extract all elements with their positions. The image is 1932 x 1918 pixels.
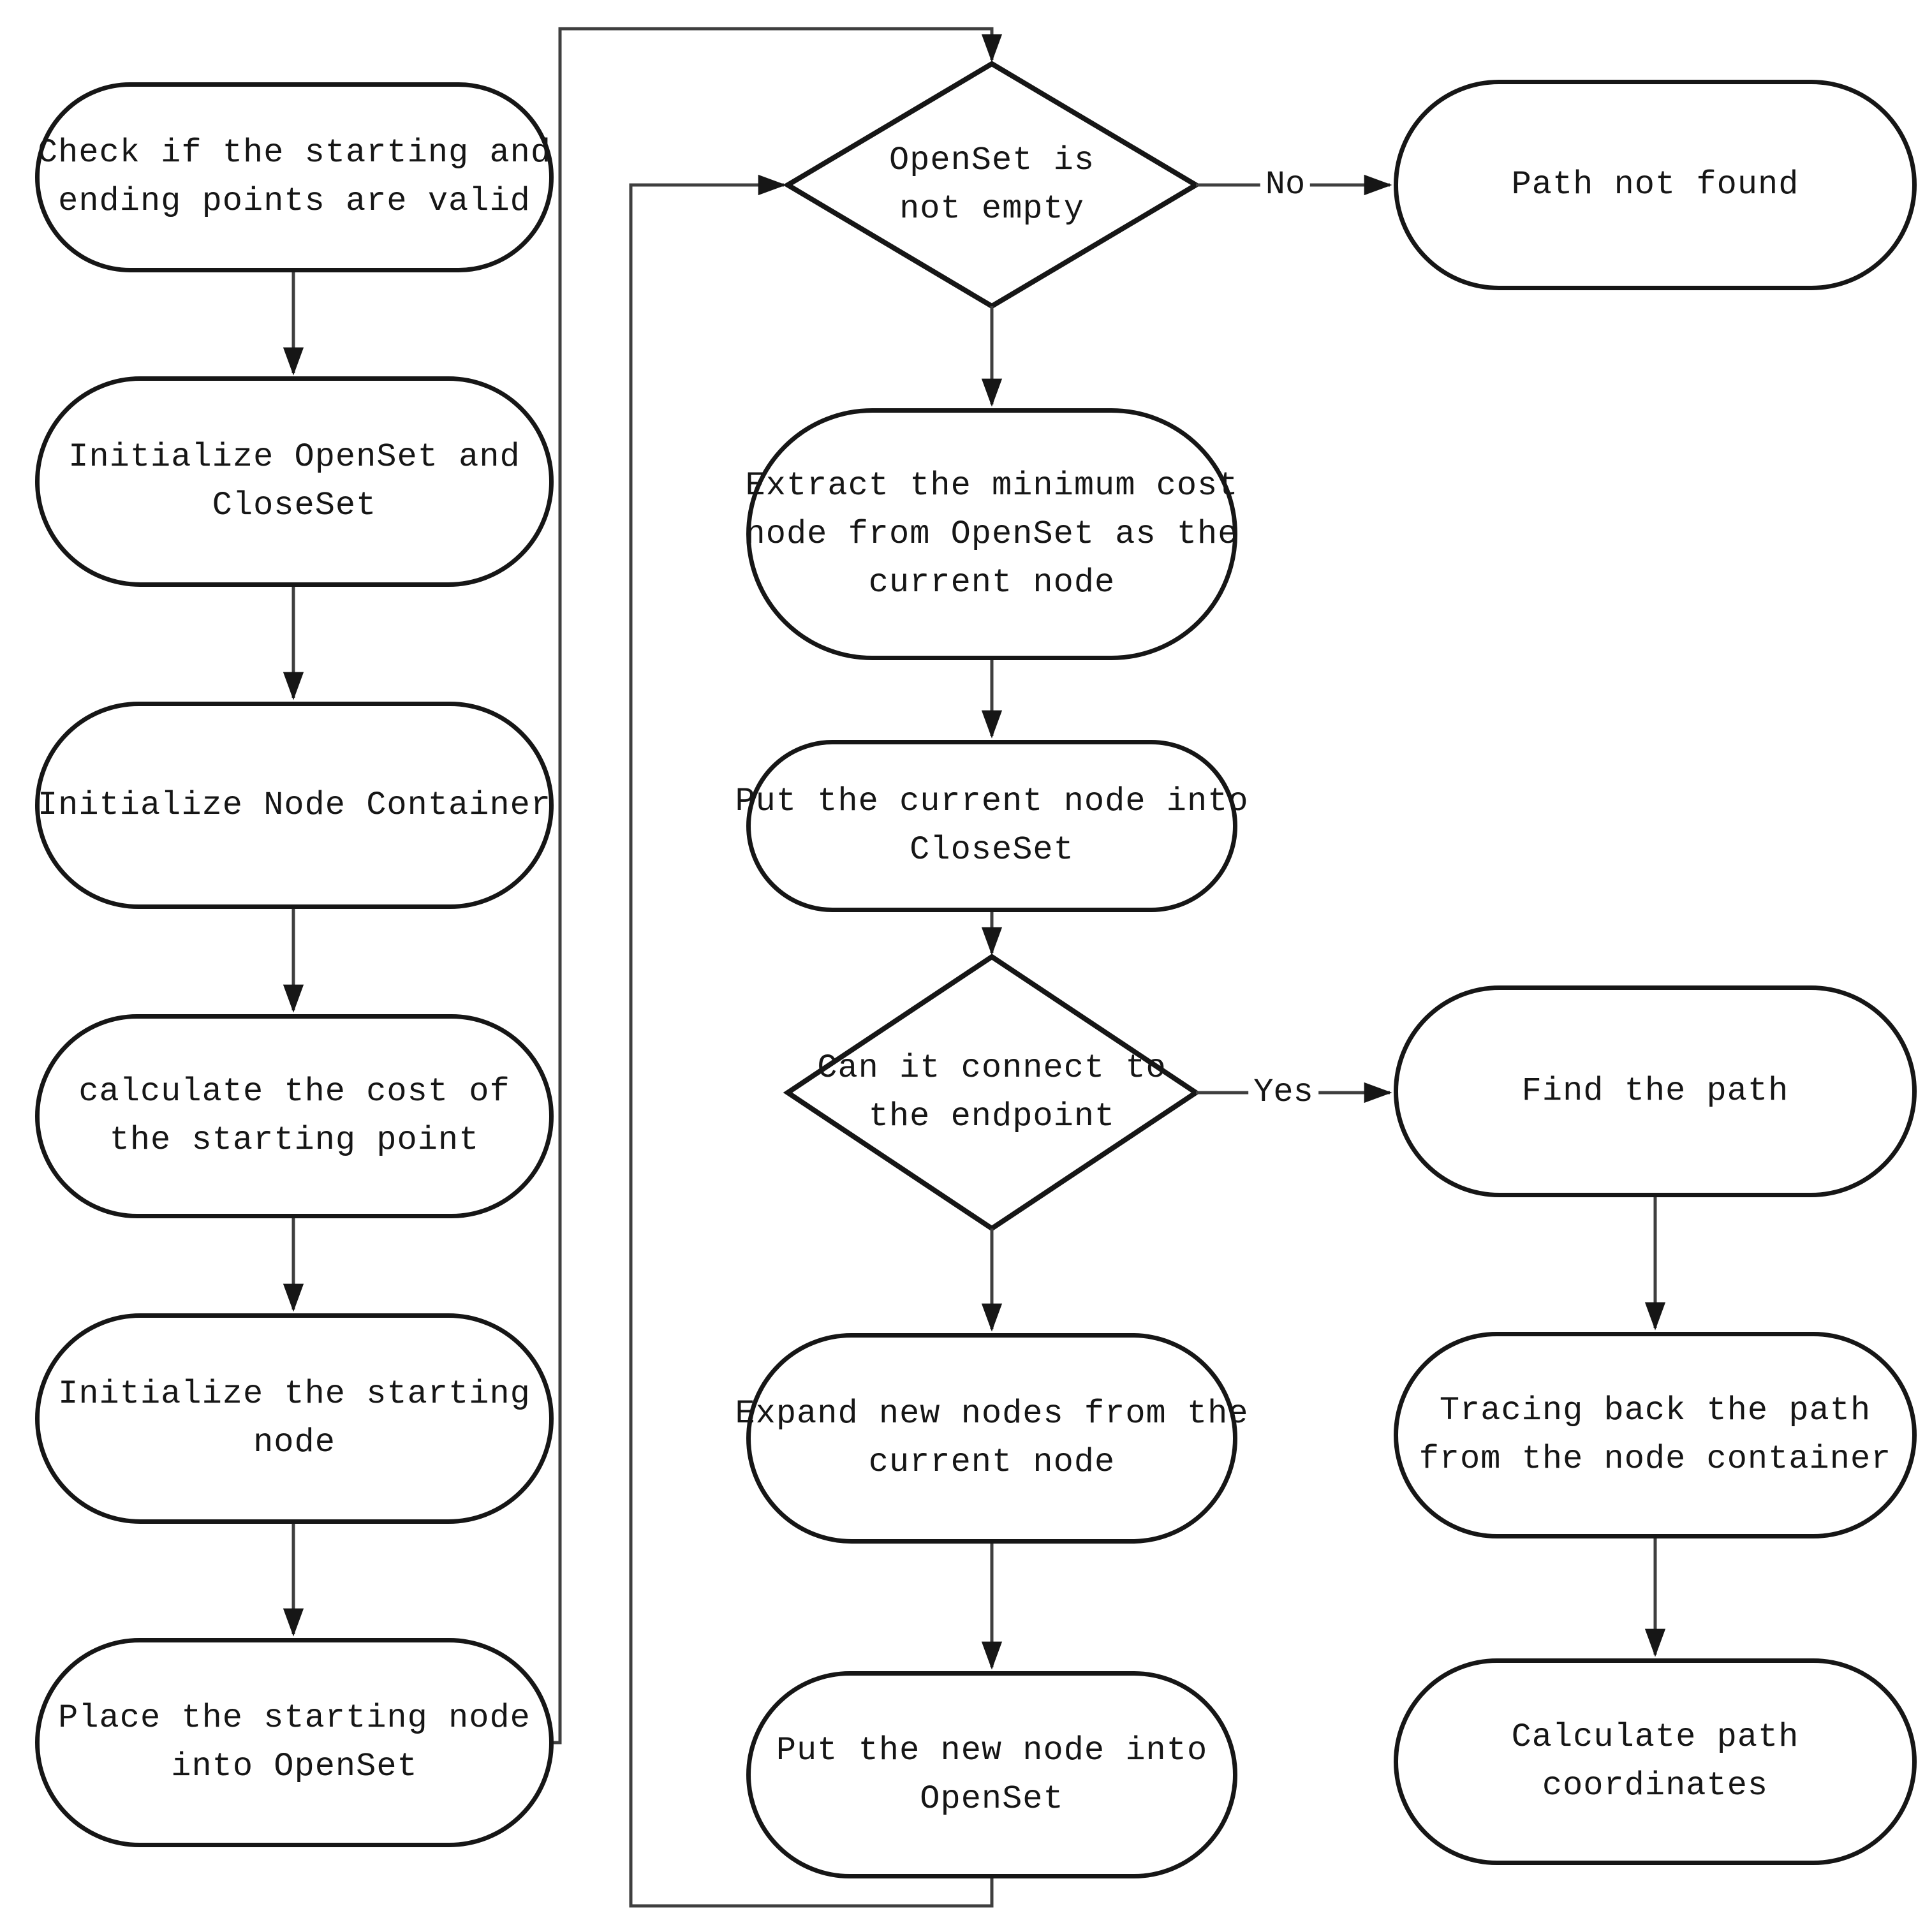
node-calc-cost-line1: calculate the cost of — [78, 1073, 510, 1110]
node-init-container: Initialize Node Container — [35, 702, 554, 909]
node-calc-coords: Calculate path coordinates — [1394, 1658, 1917, 1865]
node-path-not-found-line1: Path not found — [1511, 166, 1799, 203]
node-init-start-node: Initialize the starting node — [35, 1313, 554, 1524]
node-tracing-back-line1: Tracing back the path — [1439, 1392, 1871, 1429]
node-path-not-found: Path not found — [1394, 80, 1917, 290]
node-extract-min-line3: current node — [868, 563, 1116, 601]
node-put-openset-line1: Put the new node into — [776, 1731, 1208, 1769]
node-find-path-line1: Find the path — [1521, 1072, 1789, 1110]
node-put-closeset-line2: CloseSet — [910, 831, 1074, 869]
decision-openset-line2: not empty — [899, 190, 1084, 228]
node-calc-cost: calculate the cost of the starting point — [35, 1014, 554, 1218]
node-put-openset-line2: OpenSet — [920, 1780, 1064, 1818]
node-extract-min-line2: node from OpenSet as the — [745, 515, 1239, 553]
node-expand-nodes-line1: Expand new nodes from the — [735, 1395, 1249, 1433]
node-put-closeset-line1: Put the current node into — [735, 783, 1249, 820]
edge-label-yes: Yes — [1248, 1074, 1318, 1111]
node-init-sets: Initialize OpenSet and CloseSet — [35, 376, 554, 587]
node-init-sets-line2: CloseSet — [212, 487, 377, 524]
edge-loop-putopenset-to-opensetcheck — [629, 174, 994, 1908]
decision-can-connect-line2: the endpoint — [868, 1098, 1116, 1135]
decision-openset-line1: OpenSet is — [889, 142, 1095, 179]
node-place-start-line2: into OpenSet — [171, 1748, 418, 1785]
node-expand-nodes-line2: current node — [868, 1443, 1116, 1481]
node-tracing-back: Tracing back the path from the node cont… — [1394, 1332, 1917, 1538]
node-init-start-node-line1: Initialize the starting — [58, 1375, 531, 1413]
node-expand-nodes: Expand new nodes from the current node — [735, 1333, 1248, 1544]
node-extract-min: Extract the minimum cost node from OpenS… — [746, 408, 1237, 660]
decision-can-connect-line1: Can it connect to — [817, 1049, 1167, 1087]
node-put-closeset: Put the current node into CloseSet — [735, 740, 1248, 912]
node-place-start: Place the starting node into OpenSet — [35, 1638, 554, 1847]
node-tracing-back-line2: from the node container — [1419, 1440, 1892, 1478]
node-check-points-line1: Check if the starting and — [37, 134, 552, 172]
node-calc-coords-line2: coordinates — [1542, 1767, 1769, 1804]
node-extract-min-line1: Extract the minimum cost — [745, 466, 1239, 505]
node-init-container-line1: Initialize Node Container — [37, 786, 552, 824]
node-calc-coords-line1: Calculate path — [1511, 1718, 1799, 1756]
node-put-openset: Put the new node into OpenSet — [746, 1671, 1237, 1878]
node-init-start-node-line2: node — [253, 1424, 336, 1461]
node-init-sets-line1: Initialize OpenSet and — [68, 438, 520, 476]
node-check-points: Check if the starting and ending points … — [35, 82, 554, 272]
decision-openset-not-empty: OpenSet is not empty — [820, 115, 1164, 255]
node-calc-cost-line2: the starting point — [109, 1121, 480, 1159]
node-check-points-line2: ending points are valid — [58, 182, 531, 220]
node-place-start-line1: Place the starting node — [58, 1699, 531, 1737]
edge-label-no: No — [1260, 166, 1311, 203]
node-find-path: Find the path — [1394, 985, 1917, 1197]
edge-placestart-to-opensetcheck — [554, 27, 1003, 1745]
decision-can-connect: Can it connect to the endpoint — [794, 1022, 1190, 1163]
